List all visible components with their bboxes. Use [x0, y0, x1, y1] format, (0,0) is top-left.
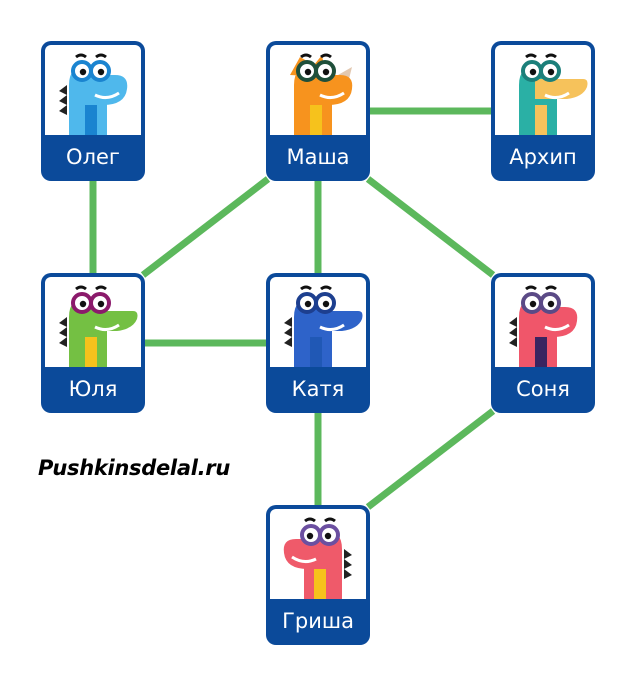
edge-masha-sonya [365, 176, 496, 278]
green-crocodile-icon [45, 277, 141, 367]
node-masha: Маша [266, 41, 370, 181]
blue-dino-icon [59, 53, 128, 135]
teal-duckbill-dino-icon [495, 45, 591, 135]
red-dino-icon [495, 277, 591, 367]
edge-masha-yulia [140, 176, 271, 278]
node-arkhip: Архип [491, 41, 595, 181]
orange-triceratops-icon [290, 53, 353, 135]
node-label: Архип [509, 145, 577, 169]
node-sonya: Соня [491, 273, 595, 413]
teal-duckbill-dino-icon [519, 53, 588, 135]
node-label: Юля [68, 377, 118, 401]
watermark: Pushkinsdelal.ru [38, 456, 230, 480]
node-grisha: Гриша [266, 505, 370, 645]
node-label: Катя [291, 377, 345, 401]
edge-sonya-grisha [365, 408, 496, 510]
orange-triceratops-icon [270, 45, 366, 135]
blue-crocodile-icon [284, 285, 363, 367]
node-label: Соня [516, 377, 570, 401]
green-crocodile-icon [59, 285, 138, 367]
pink-dino-icon [283, 517, 352, 599]
red-dino-icon [509, 285, 578, 367]
node-yulia: Юля [41, 273, 145, 413]
blue-dino-icon [45, 45, 141, 135]
node-oleg: Олег [41, 41, 145, 181]
node-label: Маша [286, 145, 350, 169]
blue-crocodile-icon [270, 277, 366, 367]
node-label: Гриша [282, 609, 354, 633]
node-label: Олег [66, 145, 120, 169]
pink-dino-icon [270, 509, 366, 599]
node-katya: Катя [266, 273, 370, 413]
